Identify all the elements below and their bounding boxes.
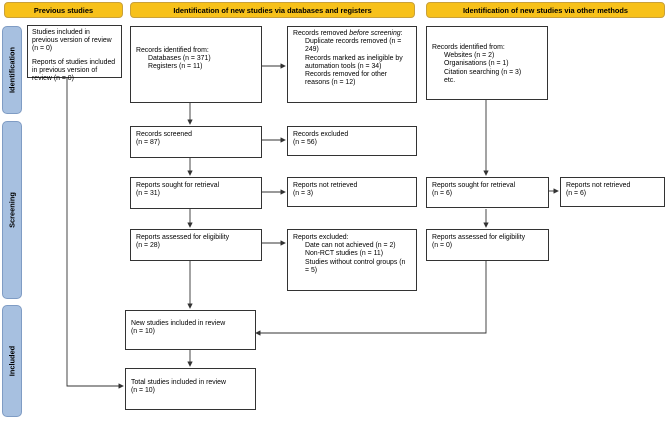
phase-included: Included xyxy=(2,305,22,417)
phase-screening-label: Screening xyxy=(7,192,17,228)
records-removed-box: Records removed before screening: Duplic… xyxy=(287,26,417,103)
phase-included-label: Included xyxy=(7,345,17,377)
total-studies-included-box: Total studies included in review (n = 10… xyxy=(125,368,256,410)
other-reports-assessed-box: Reports assessed for eligibility (n = 0) xyxy=(426,229,549,261)
citation-count: Citation searching (n = 3) xyxy=(444,68,522,76)
previous-reports-text: Reports of studies included in previous … xyxy=(32,58,116,83)
arrow-previous-to-total xyxy=(66,78,124,389)
previous-studies-box: Studies included in previous version of … xyxy=(27,25,122,82)
other-reports-sought-count: (n = 6) xyxy=(432,190,453,198)
records-screened-box: Records screened (n = 87) xyxy=(130,126,262,158)
new-included-count: (n = 10) xyxy=(131,328,155,336)
duplicates-removed: Duplicate records removed (n = 249) xyxy=(305,38,402,54)
other-identified-title: Records identified from: xyxy=(432,44,505,51)
ineligible-removed: Records marked as ineligible by automati… xyxy=(305,54,403,70)
db-not-retrieved-count: (n = 3) xyxy=(293,190,314,198)
organisations-count: Organisations (n = 1) xyxy=(444,60,509,68)
other-not-retrieved-count: (n = 6) xyxy=(566,190,587,198)
db-assessed-label: Reports assessed for eligibility xyxy=(136,234,230,241)
db-not-retrieved-label: Reports not retrieved xyxy=(293,182,358,189)
total-included-label: Total studies included in review xyxy=(131,379,226,386)
records-excluded-count: (n = 56) xyxy=(293,139,317,147)
db-reports-sought-label: Reports sought for retrieval xyxy=(136,182,220,189)
removed-title-italic: before screening xyxy=(349,30,401,37)
other-reports-sought-box: Reports sought for retrieval (n = 6) xyxy=(426,177,549,208)
reason-no-control: Studies without control groups (n = 5) xyxy=(305,258,406,274)
db-databases-count: Databases (n = 371) xyxy=(148,55,211,63)
reports-excluded-title: Reports excluded: xyxy=(293,234,349,241)
removed-title-end: : xyxy=(400,30,403,37)
removed-title-plain: Records removed xyxy=(293,30,350,37)
db-registers-count: Registers (n = 11) xyxy=(148,63,203,71)
other-records-identified-box: Records identified from: Websites (n = 2… xyxy=(426,26,548,100)
phase-screening: Screening xyxy=(2,121,22,299)
other-removed: Records removed for other reasons (n = 1… xyxy=(305,71,387,87)
header-previous-studies: Previous studies xyxy=(4,2,123,18)
other-reports-not-retrieved-box: Reports not retrieved (n = 6) xyxy=(560,177,665,207)
other-assessed-label: Reports assessed for eligibility xyxy=(432,234,526,241)
websites-count: Websites (n = 2) xyxy=(444,52,495,60)
header-databases: Identification of new studies via databa… xyxy=(130,2,415,18)
records-excluded-label: Records excluded xyxy=(293,131,349,138)
other-assessed-count: (n = 0) xyxy=(432,242,453,250)
new-included-label: New studies included in review xyxy=(131,320,226,327)
other-not-retrieved-label: Reports not retrieved xyxy=(566,182,631,189)
db-records-identified-box: Records identified from: Databases (n = … xyxy=(130,26,262,103)
previous-studies-text: Studies included in previous version of … xyxy=(32,29,112,53)
records-screened-label: Records screened xyxy=(136,131,192,138)
phase-identification: Identification xyxy=(2,26,22,114)
db-reports-sought-box: Reports sought for retrieval (n = 31) xyxy=(130,177,262,209)
phase-identification-label: Identification xyxy=(7,47,17,93)
etc-text: etc. xyxy=(444,76,456,84)
reason-date: Date can not achieved (n = 2) xyxy=(305,242,396,250)
reports-excluded-box: Reports excluded: Date can not achieved … xyxy=(287,229,417,291)
records-excluded-box: Records excluded (n = 56) xyxy=(287,126,417,156)
db-assessed-count: (n = 28) xyxy=(136,242,160,250)
db-reports-not-retrieved-box: Reports not retrieved (n = 3) xyxy=(287,177,417,207)
records-removed-title: Records removed before screening: xyxy=(293,30,411,38)
records-screened-count: (n = 87) xyxy=(136,139,160,147)
db-reports-sought-count: (n = 31) xyxy=(136,190,160,198)
other-reports-sought-label: Reports sought for retrieval xyxy=(432,182,516,189)
reason-non-rct: Non-RCT studies (n = 11) xyxy=(305,250,384,258)
total-included-count: (n = 10) xyxy=(131,387,155,395)
db-identified-title: Records identified from: xyxy=(136,47,209,54)
header-other-methods: Identification of new studies via other … xyxy=(426,2,665,18)
new-studies-included-box: New studies included in review (n = 10) xyxy=(125,310,256,350)
db-reports-assessed-box: Reports assessed for eligibility (n = 28… xyxy=(130,229,262,261)
